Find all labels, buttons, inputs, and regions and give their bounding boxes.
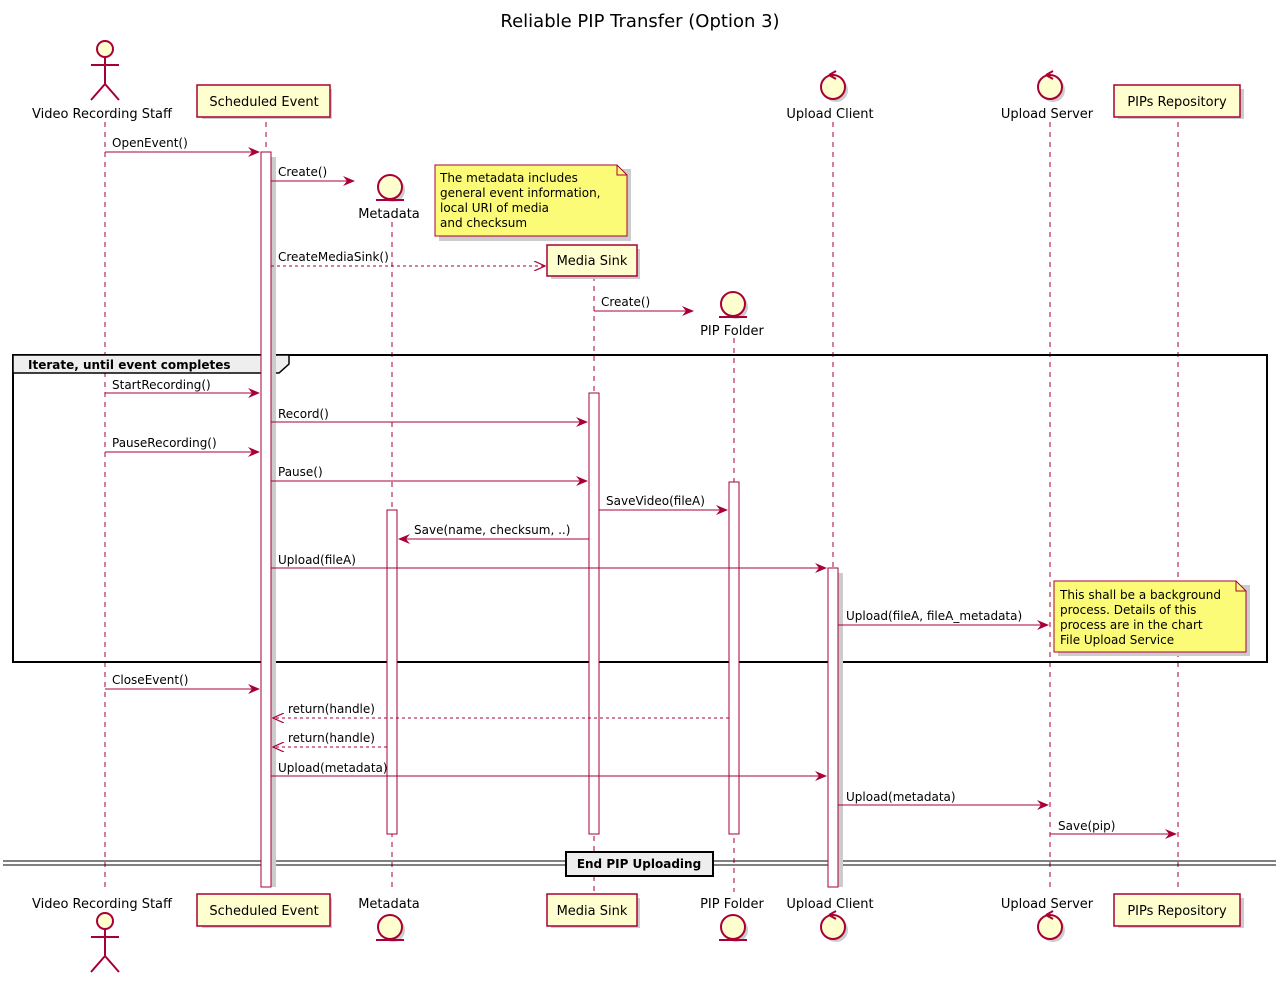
participant-upload-server-bottom: Upload Server <box>1001 897 1094 942</box>
participant-scheduled-event-bottom: Scheduled Event <box>196 893 332 928</box>
msg-label-upload-metadata-2: Upload(metadata) <box>846 790 956 804</box>
participant-upload-client-bottom: Upload Client <box>786 897 874 942</box>
participant-label-media-sink: Media Sink <box>557 254 628 269</box>
msg-label-create-metadata: Create() <box>278 165 327 179</box>
msg-label-upload-file-metadata: Upload(fileA, fileA_metadata) <box>846 609 1022 623</box>
note-background-line-4: File Upload Service <box>1060 633 1174 647</box>
participant-label-metadata: Metadata <box>358 897 420 912</box>
participant-scheduled-event-top: Scheduled Event <box>196 84 332 119</box>
participant-label-upload-client: Upload Client <box>786 897 873 912</box>
loop-fragment: Iterate, until event completes <box>12 354 1268 663</box>
participant-label-metadata: Metadata <box>358 207 420 222</box>
participant-pip-folder-bottom: PIP Folder <box>700 897 765 942</box>
note-background-line-2: process. Details of this <box>1060 603 1196 617</box>
msg-label-pause-recording: PauseRecording() <box>112 436 217 450</box>
msg-label-save-pip: Save(pip) <box>1058 819 1115 833</box>
note-metadata-line-3: local URI of media <box>440 201 549 215</box>
note-background: This shall be a background process. Deta… <box>1053 580 1250 656</box>
activation-metadata <box>386 509 398 835</box>
participant-metadata-bottom: Metadata <box>358 897 420 942</box>
participant-label-upload-server: Upload Server <box>1001 897 1094 912</box>
participant-label-scheduled-event: Scheduled Event <box>209 95 318 110</box>
msg-label-upload-metadata-1: Upload(metadata) <box>278 761 388 775</box>
msg-label-return-handle-1: return(handle) <box>288 702 375 716</box>
activation-upload-client <box>827 567 839 888</box>
msg-label-open-event: OpenEvent() <box>112 136 188 150</box>
note-metadata-line-2: general event information, <box>440 186 601 200</box>
activation-media-sink <box>588 392 600 835</box>
participant-media-sink-top: Media Sink <box>546 244 640 279</box>
participant-label-media-sink: Media Sink <box>557 904 628 919</box>
participant-pips-repository-bottom: PIPs Repository <box>1113 893 1244 928</box>
msg-label-pause: Pause() <box>278 465 323 479</box>
participant-label-pip-folder: PIP Folder <box>700 324 764 339</box>
msg-label-record: Record() <box>278 407 329 421</box>
msg-label-upload-file: Upload(fileA) <box>278 553 356 567</box>
loop-label: Iterate, until event completes <box>28 358 230 372</box>
message-labels: OpenEvent() Create() CreateMediaSink() C… <box>112 136 1115 833</box>
participant-video-recording-staff-top: Video Recording Staff <box>32 40 173 122</box>
activation-pip-folder <box>728 481 740 835</box>
participant-label-video-recording-staff: Video Recording Staff <box>32 107 173 122</box>
participant-label-upload-server: Upload Server <box>1001 107 1094 122</box>
note-metadata-line-1: The metadata includes <box>439 171 578 185</box>
messages <box>105 147 1177 839</box>
participant-upload-server-top: Upload Server <box>1001 70 1094 122</box>
note-background-line-3: process are in the chart <box>1060 618 1203 632</box>
diagram-title: Reliable PIP Transfer (Option 3) <box>500 11 779 32</box>
participant-pip-folder-top: PIP Folder <box>700 291 765 339</box>
participant-upload-client-top: Upload Client <box>786 70 874 122</box>
participant-label-pip-folder: PIP Folder <box>700 897 764 912</box>
participant-label-pips-repository: PIPs Repository <box>1127 95 1227 110</box>
note-background-line-1: This shall be a background <box>1059 588 1221 602</box>
participant-label-video-recording-staff: Video Recording Staff <box>32 897 173 912</box>
msg-label-start-recording: StartRecording() <box>112 378 211 392</box>
divider-label: End PIP Uploading <box>577 857 701 871</box>
msg-label-create-media-sink: CreateMediaSink() <box>278 250 389 264</box>
participant-label-upload-client: Upload Client <box>786 107 873 122</box>
msg-label-close-event: CloseEvent() <box>112 673 188 687</box>
note-metadata-line-4: and checksum <box>440 216 527 230</box>
participant-media-sink-bottom: Media Sink <box>546 893 640 928</box>
participant-label-scheduled-event: Scheduled Event <box>209 904 318 919</box>
participant-metadata-top: Metadata <box>358 174 420 222</box>
participant-video-recording-staff-bottom: Video Recording Staff <box>32 897 173 973</box>
end-divider: End PIP Uploading <box>3 851 1276 877</box>
participant-label-pips-repository: PIPs Repository <box>1127 904 1227 919</box>
activations <box>260 151 843 888</box>
msg-label-save-video: SaveVideo(fileA) <box>606 494 705 508</box>
activation-scheduled-event <box>260 151 272 888</box>
msg-label-save-metadata: Save(name, checksum, ..) <box>414 523 570 537</box>
note-metadata: The metadata includes general event info… <box>434 164 631 241</box>
msg-label-create-pip-folder: Create() <box>601 295 650 309</box>
msg-label-return-handle-2: return(handle) <box>288 731 375 745</box>
participant-pips-repository-top: PIPs Repository <box>1113 84 1244 119</box>
